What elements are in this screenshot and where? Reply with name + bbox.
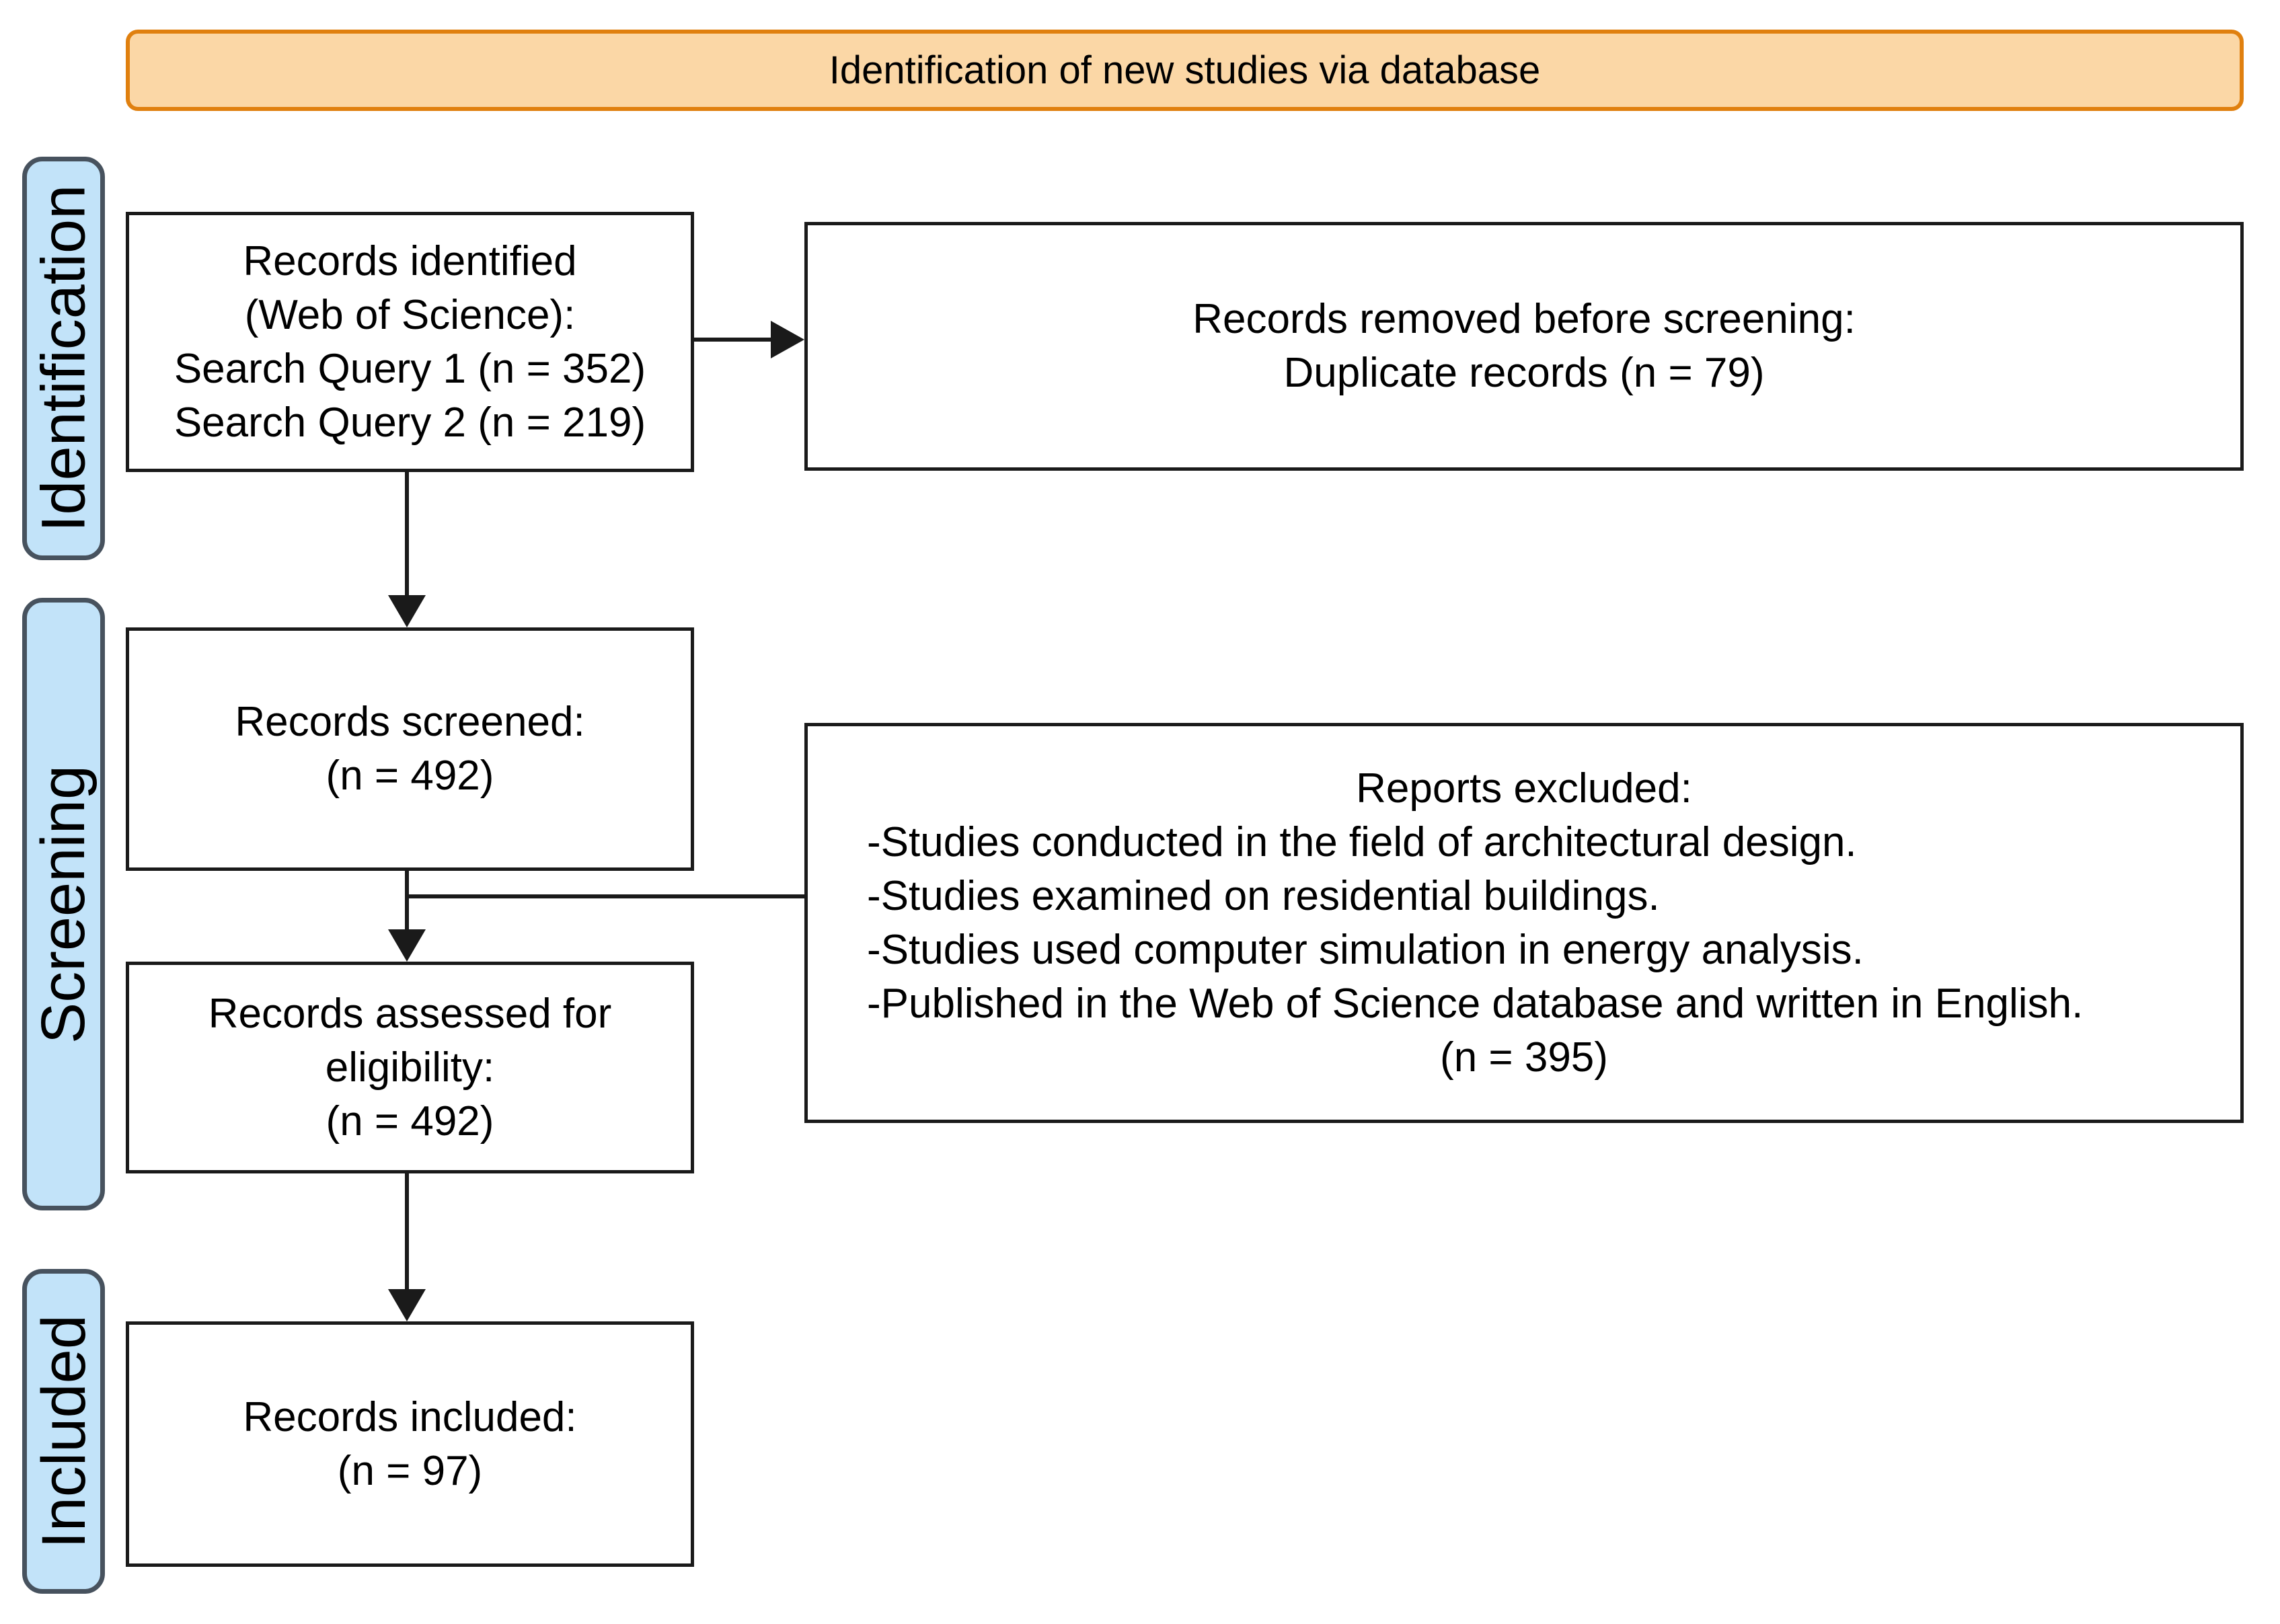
box-records-included: Records included: (n = 97): [126, 1321, 694, 1567]
box-line: Records removed before screening:: [1192, 296, 1856, 342]
box-line: Records screened:: [235, 699, 585, 745]
box-line: -Published in the Web of Science databas…: [867, 980, 2084, 1027]
box-line: -Studies conducted in the field of archi…: [867, 818, 1857, 865]
box-line: Reports excluded:: [1356, 765, 1692, 812]
box-line: (n = 97): [337, 1447, 483, 1494]
box-line: Records assessed for: [208, 990, 612, 1037]
box-records-assessed: Records assessed for eligibility: (n = 4…: [126, 962, 694, 1173]
stage-band-identification: Identification: [22, 157, 105, 560]
stage-band-included: Included: [22, 1269, 105, 1594]
arrow-line: [694, 338, 775, 342]
box-line: (n = 492): [326, 1097, 494, 1145]
box-reports-excluded: Reports excluded: -Studies conducted in …: [804, 723, 2244, 1123]
box-records-removed: Records removed before screening: Duplic…: [804, 222, 2244, 471]
stage-label-included: Included: [29, 1314, 98, 1549]
stage-label-identification: Identification: [29, 184, 98, 533]
box-line: eligibility:: [325, 1044, 495, 1091]
box-records-screened: Records screened: (n = 492): [126, 627, 694, 871]
stage-band-screening: Screening: [22, 598, 105, 1210]
box-line: -Studies used computer simulation in ene…: [867, 926, 1864, 973]
box-line: Records included:: [243, 1393, 577, 1440]
banner: Identification of new studies via databa…: [126, 30, 2244, 111]
box-line: (n = 395): [1440, 1034, 1608, 1081]
box-records-identified: Records identified (Web of Science): Sea…: [126, 212, 694, 472]
arrow-right-icon: [771, 321, 804, 358]
box-line: Search Query 1 (n = 352): [174, 345, 646, 392]
banner-title: Identification of new studies via databa…: [829, 48, 1541, 92]
arrow-down-icon: [388, 929, 426, 962]
box-line: Records identified: [243, 237, 577, 284]
stage-label-screening: Screening: [29, 765, 98, 1044]
arrow-line: [405, 1173, 409, 1289]
arrow-line: [405, 472, 409, 596]
box-line: Search Query 2 (n = 219): [174, 399, 646, 446]
arrow-down-icon: [388, 595, 426, 627]
box-line: Duplicate records (n = 79): [1283, 350, 1765, 396]
box-line: (Web of Science):: [244, 291, 576, 338]
box-line: (n = 492): [326, 752, 494, 799]
arrow-line: [405, 871, 409, 929]
arrow-down-icon: [388, 1289, 426, 1321]
connector-line: [405, 894, 804, 898]
box-line: -Studies examined on residential buildin…: [867, 872, 1660, 919]
